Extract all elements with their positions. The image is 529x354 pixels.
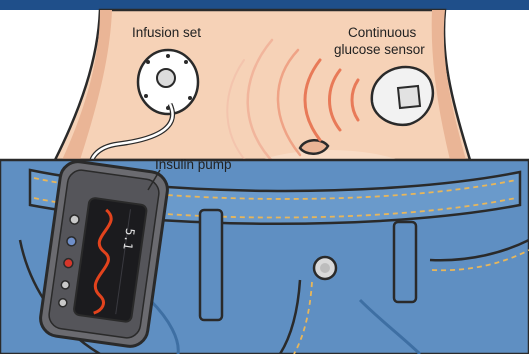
label-infusion-set: Infusion set	[132, 24, 201, 41]
label-insulin-pump: Insulin pump	[155, 156, 232, 173]
belly-button	[300, 140, 328, 154]
pump-screen-value: 5.1	[120, 227, 137, 250]
label-sensor-line1: Continuous	[348, 24, 416, 41]
glucose-sensor-icon	[372, 67, 433, 125]
label-sensor-line2: glucose sensor	[334, 41, 425, 58]
infusion-set-icon	[138, 50, 198, 114]
